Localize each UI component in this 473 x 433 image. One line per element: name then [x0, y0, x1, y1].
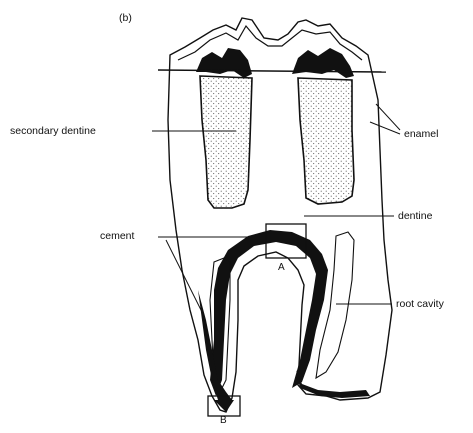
- label-dentine: dentine: [398, 210, 432, 222]
- pulp-floor-band: [210, 230, 328, 396]
- label-root-cavity: root cavity: [396, 298, 444, 310]
- label-secondary-dentine: secondary dentine: [10, 125, 96, 137]
- leader-cement-3: [166, 240, 202, 312]
- label-enamel: enamel: [404, 128, 438, 140]
- secondary-dentine-left: [200, 76, 252, 208]
- occlusal-cap-left: [196, 48, 252, 78]
- secondary-dentine-right: [298, 78, 354, 204]
- panel-label: (b): [119, 12, 132, 24]
- label-cement: cement: [100, 230, 134, 242]
- leader-enamel-1: [370, 122, 400, 134]
- section-line: [158, 70, 386, 72]
- marker-label-a: A: [278, 262, 285, 274]
- marker-label-b: B: [220, 415, 227, 427]
- occlusal-cap-right: [292, 48, 354, 78]
